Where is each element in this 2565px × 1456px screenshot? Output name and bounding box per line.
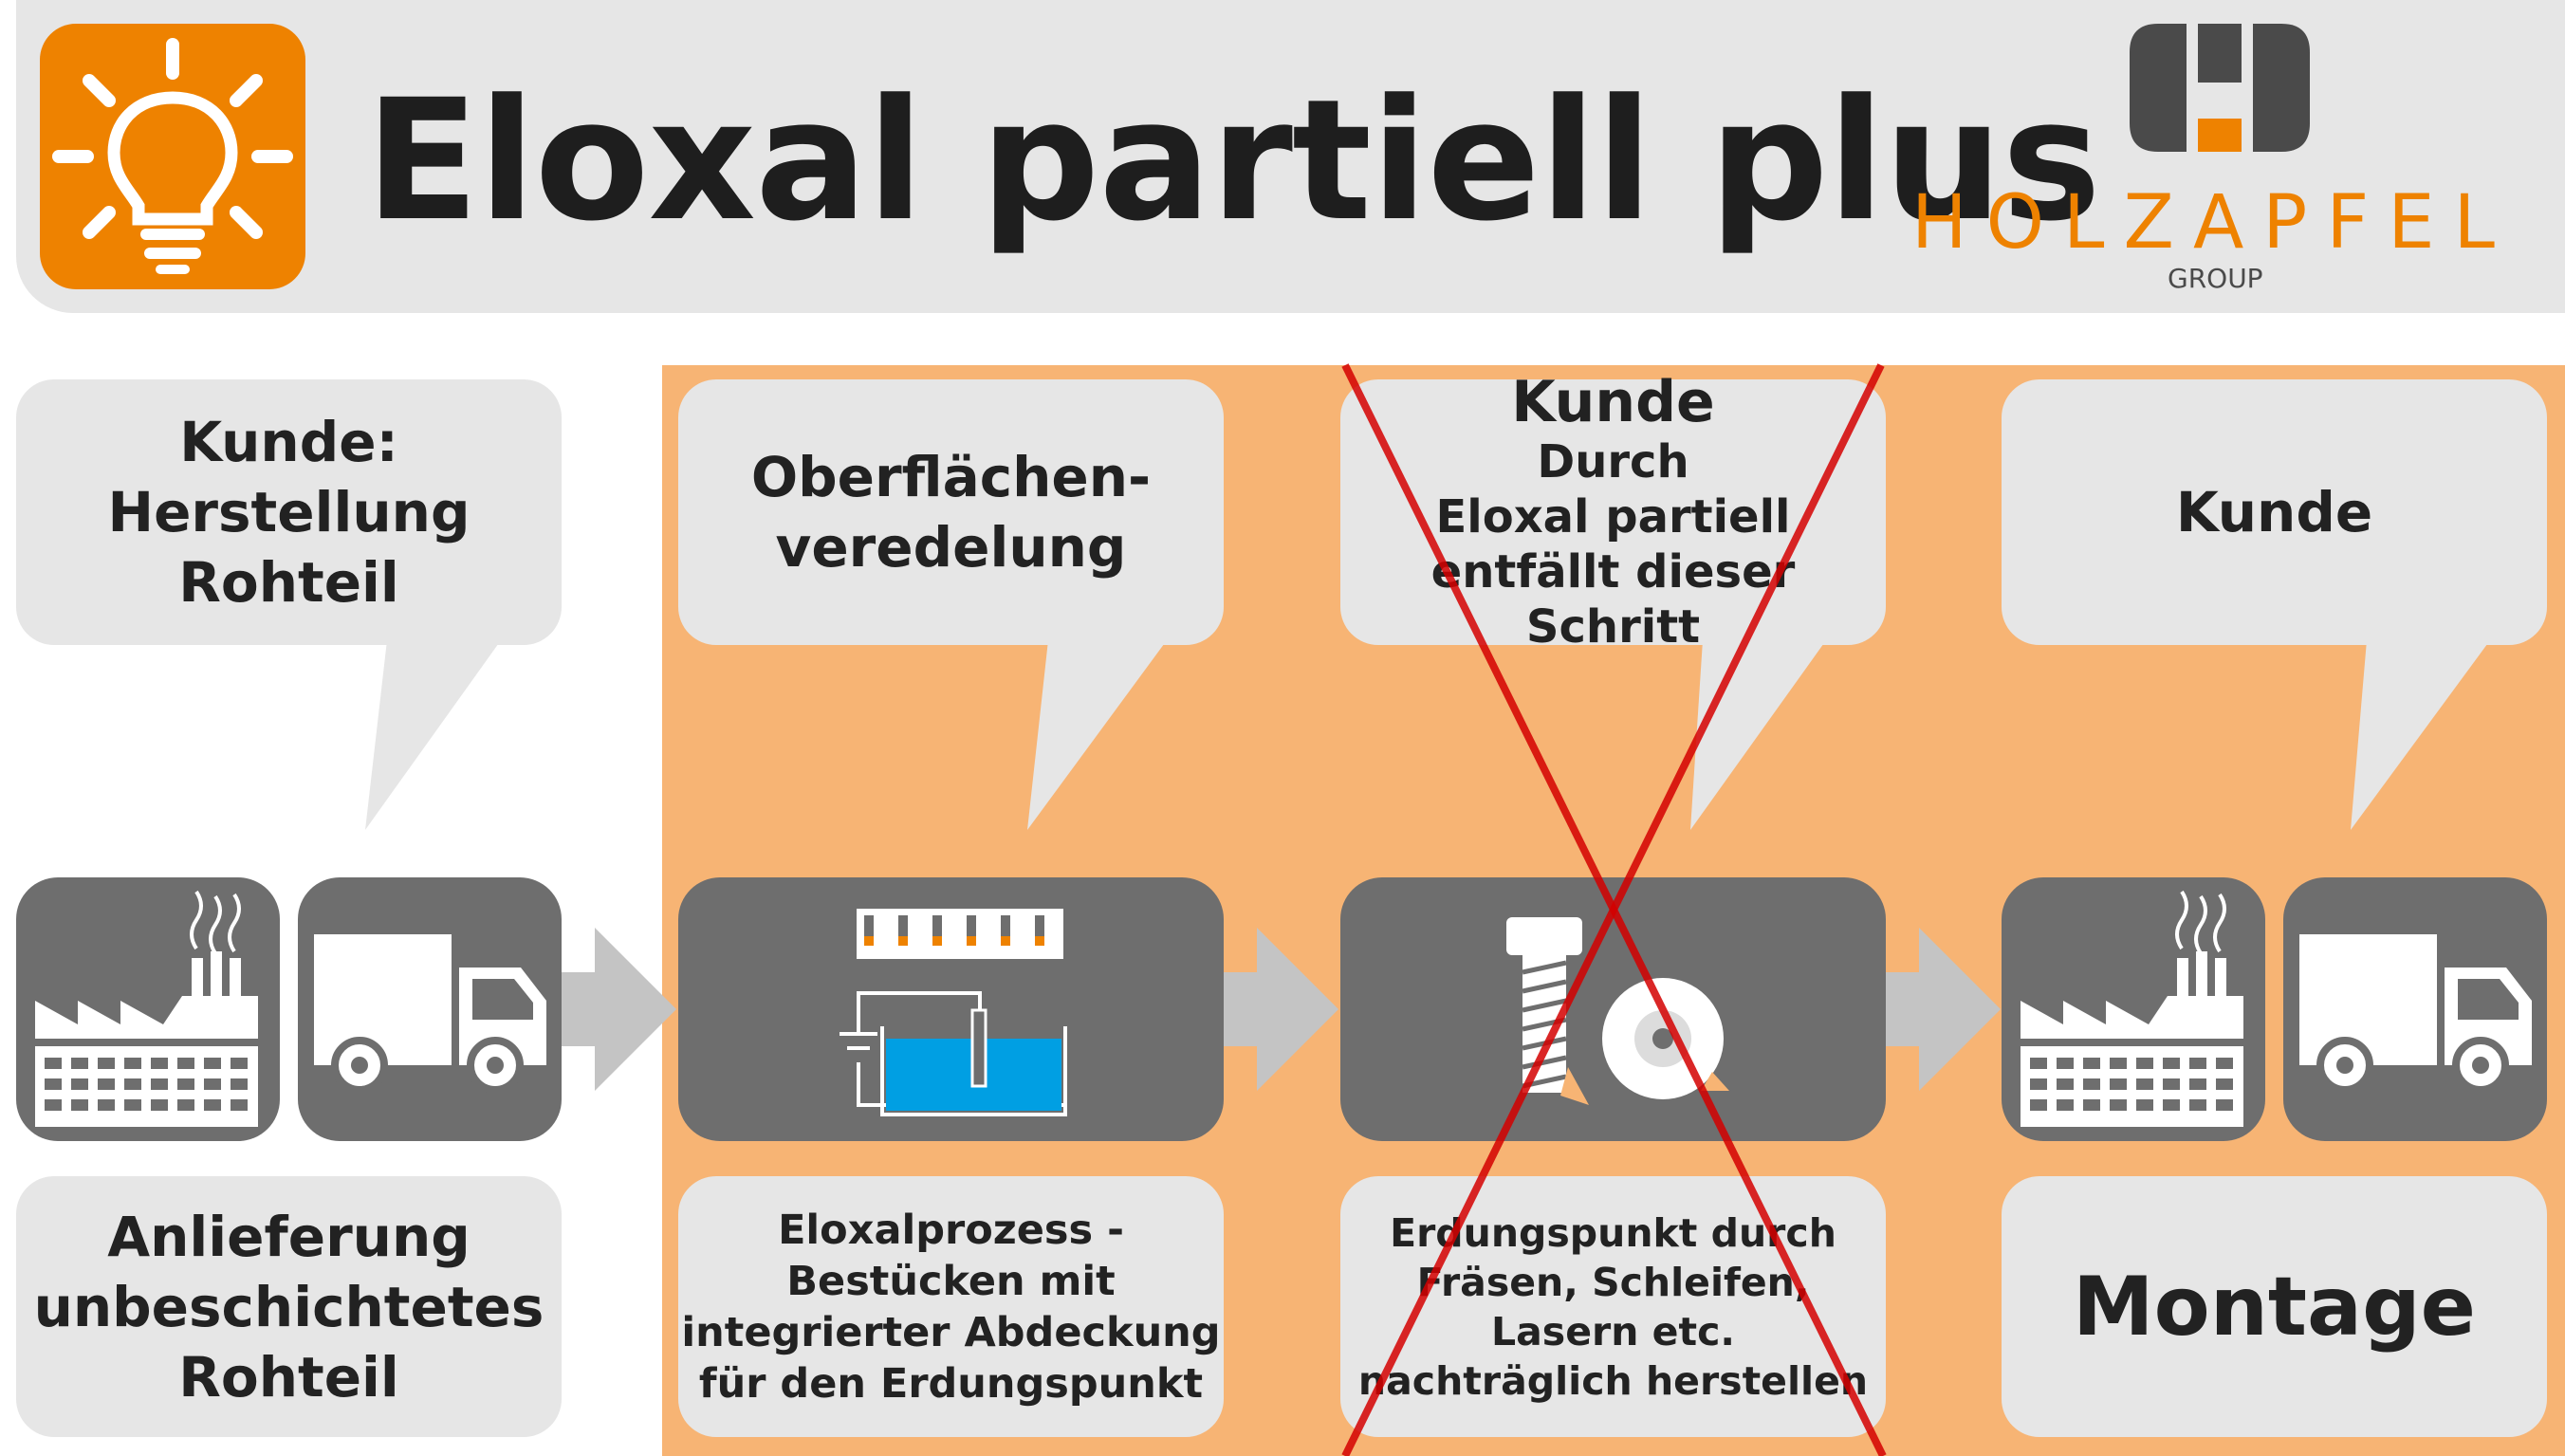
stage-3-description: Erdungspunkt durch Fräsen, Schleifen, La… xyxy=(1340,1176,1886,1437)
stage-4-bubble: Kunde xyxy=(2002,379,2547,645)
holzapfel-logo-icon xyxy=(2130,24,2310,152)
stage-1-bubble: Kunde: Herstellung Rohteil xyxy=(16,379,562,645)
stage-4-truck-tile xyxy=(2283,877,2547,1141)
arrow-1-icon xyxy=(562,928,676,1091)
lightbulb-icon xyxy=(52,38,293,274)
truck-icon xyxy=(314,934,546,1094)
page-title: Eloxal partiell plus xyxy=(365,64,2101,258)
logo-subtext: GROUP xyxy=(2168,263,2263,294)
stage-3-machining-tile xyxy=(1340,877,1886,1141)
stage-4-description: Montage xyxy=(2002,1176,2547,1437)
stage-2-description: Eloxalprozess - Bestücken mit integriert… xyxy=(678,1176,1224,1437)
stage-1-description: Anlieferung unbeschichtetes Rohteil xyxy=(16,1176,562,1437)
anodizing-process-icon xyxy=(840,909,1067,1116)
arrow-2-icon xyxy=(1224,928,1338,1091)
arrow-3-icon xyxy=(1886,928,2001,1091)
stage-4-factory-tile xyxy=(2002,877,2265,1141)
idea-logo xyxy=(40,24,305,289)
stage-2-bubble: Oberflächen- veredelung xyxy=(678,379,1224,645)
stage-3-bubble-title: Kunde xyxy=(1511,369,1715,435)
stage-1-truck-tile xyxy=(298,877,562,1141)
factory-icon xyxy=(2021,890,2243,1127)
truck-icon xyxy=(2299,934,2532,1094)
stage-2-process-tile xyxy=(678,877,1224,1141)
screw-and-grinding-wheel-icon xyxy=(1506,917,1729,1105)
stage-1-factory-tile xyxy=(16,877,280,1141)
logo-wordmark: HOLZAPFEL xyxy=(1911,180,2514,266)
factory-icon xyxy=(35,890,258,1127)
